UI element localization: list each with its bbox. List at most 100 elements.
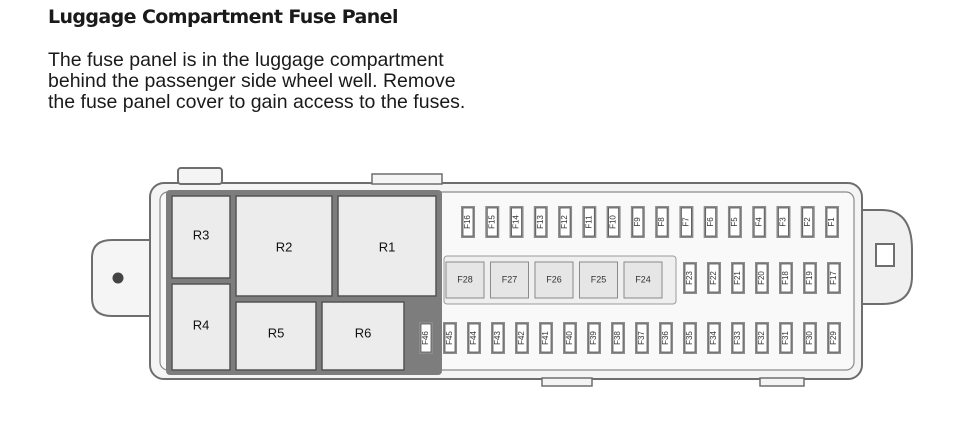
fuse-f25: F25 [579, 261, 618, 299]
fuse-label: F21 [733, 271, 742, 285]
connector-latch [875, 243, 895, 267]
fuse-f2: F2 [800, 206, 815, 238]
housing-tab [759, 377, 805, 387]
fuse-label: F15 [487, 215, 496, 229]
fuse-body [828, 263, 840, 293]
fuse-f5: F5 [727, 206, 742, 238]
fuse-label: F20 [757, 271, 766, 285]
fuse-label: F14 [512, 215, 521, 229]
fuse-label: F37 [637, 331, 646, 345]
fuse-body [486, 207, 498, 237]
fuse-f17: F17 [827, 262, 841, 294]
fuse-body [623, 261, 663, 299]
fuse-label: F1 [827, 217, 836, 227]
fuse-label: F9 [633, 217, 642, 227]
fuse-label: F41 [541, 331, 550, 345]
fuse-label: F38 [613, 331, 622, 345]
fuse-body [608, 207, 619, 237]
relay-label: R4 [193, 317, 210, 332]
fuse-label: F19 [805, 271, 814, 285]
fuse-f4: F4 [752, 206, 767, 238]
fuse-f8: F8 [655, 206, 670, 238]
relay-label: R6 [355, 325, 372, 340]
fuse-body [445, 261, 485, 299]
fuse-f12: F12 [558, 206, 573, 238]
relay-label: R2 [276, 239, 293, 254]
fuse-f33: F33 [731, 322, 745, 354]
fuse-body [804, 263, 816, 293]
fuse-f11: F11 [582, 206, 597, 238]
fuse-f19: F19 [803, 262, 817, 294]
fuse-f6: F6 [703, 206, 718, 238]
fuse-label: F11 [584, 215, 593, 229]
fuse-f13: F13 [533, 206, 548, 238]
fuse-label: F31 [781, 331, 790, 345]
fuse-f26: F26 [534, 261, 574, 299]
fuse-body [708, 323, 720, 353]
fuse-label: F34 [709, 331, 718, 345]
fuse-label: F13 [536, 215, 545, 229]
fuse-body [780, 323, 792, 353]
fuse-body [780, 263, 792, 293]
relay-r6: R6 [321, 301, 405, 371]
fuse-f20: F20 [755, 262, 769, 294]
fuse-f21: F21 [731, 262, 745, 294]
fuse-label: F6 [706, 217, 715, 227]
fuse-label: F45 [445, 331, 454, 345]
fuse-body [612, 323, 624, 353]
fuse-label: F43 [493, 331, 502, 345]
fuse-f31: F31 [779, 322, 793, 354]
description-text: The fuse panel is in the luggage compart… [48, 49, 466, 113]
fuse-body [511, 207, 522, 237]
fuse-f1: F1 [825, 206, 839, 238]
fuse-label: F25 [591, 274, 607, 284]
fuse-f30: F30 [803, 322, 817, 354]
fuse-label: F35 [685, 331, 694, 345]
relay-label: R5 [268, 325, 285, 340]
fuse-label: F7 [682, 217, 691, 227]
fuse-body [632, 207, 644, 237]
fuse-label: F33 [733, 331, 742, 345]
fuse-f9: F9 [630, 206, 645, 238]
fuse-f23: F23 [683, 262, 697, 294]
fuse-body [660, 323, 672, 353]
fuse-body [490, 261, 529, 299]
fuse-f15: F15 [485, 206, 500, 238]
fuse-label: F2 [803, 217, 812, 227]
fuse-body [756, 323, 768, 353]
fuse-f43: F43 [491, 322, 505, 354]
fuse-f45: F45 [443, 322, 457, 354]
fuse-label: F16 [463, 215, 472, 229]
fuse-f44: F44 [467, 322, 481, 354]
fuse-f28: F28 [445, 261, 485, 299]
page-title: Luggage Compartment Fuse Panel [48, 6, 398, 28]
fuse-label: F24 [635, 274, 651, 284]
fuse-label: F3 [779, 217, 788, 227]
fuse-f39: F39 [587, 322, 601, 354]
fuse-body [583, 207, 595, 237]
relay-r5: R5 [235, 301, 317, 371]
fuse-label: F44 [469, 331, 478, 345]
fuse-body [708, 263, 720, 293]
fuse-body [516, 323, 528, 353]
fuse-f35: F35 [683, 322, 697, 354]
fuse-body [778, 207, 789, 237]
relay-r1: R1 [337, 195, 437, 297]
fuse-body [802, 207, 814, 237]
fuse-f34: F34 [707, 322, 721, 354]
fuse-body [444, 323, 456, 353]
fuse-body [732, 263, 744, 293]
fuse-label: F29 [829, 331, 838, 345]
fuse-body [564, 323, 576, 353]
fuse-f42: F42 [515, 322, 529, 354]
mounting-hole [112, 272, 124, 284]
fuse-label: F42 [517, 331, 526, 345]
fuse-label: F28 [457, 274, 473, 284]
fuse-body [534, 261, 574, 299]
fuse-label: F10 [609, 215, 618, 229]
fuse-f32: F32 [755, 322, 769, 354]
